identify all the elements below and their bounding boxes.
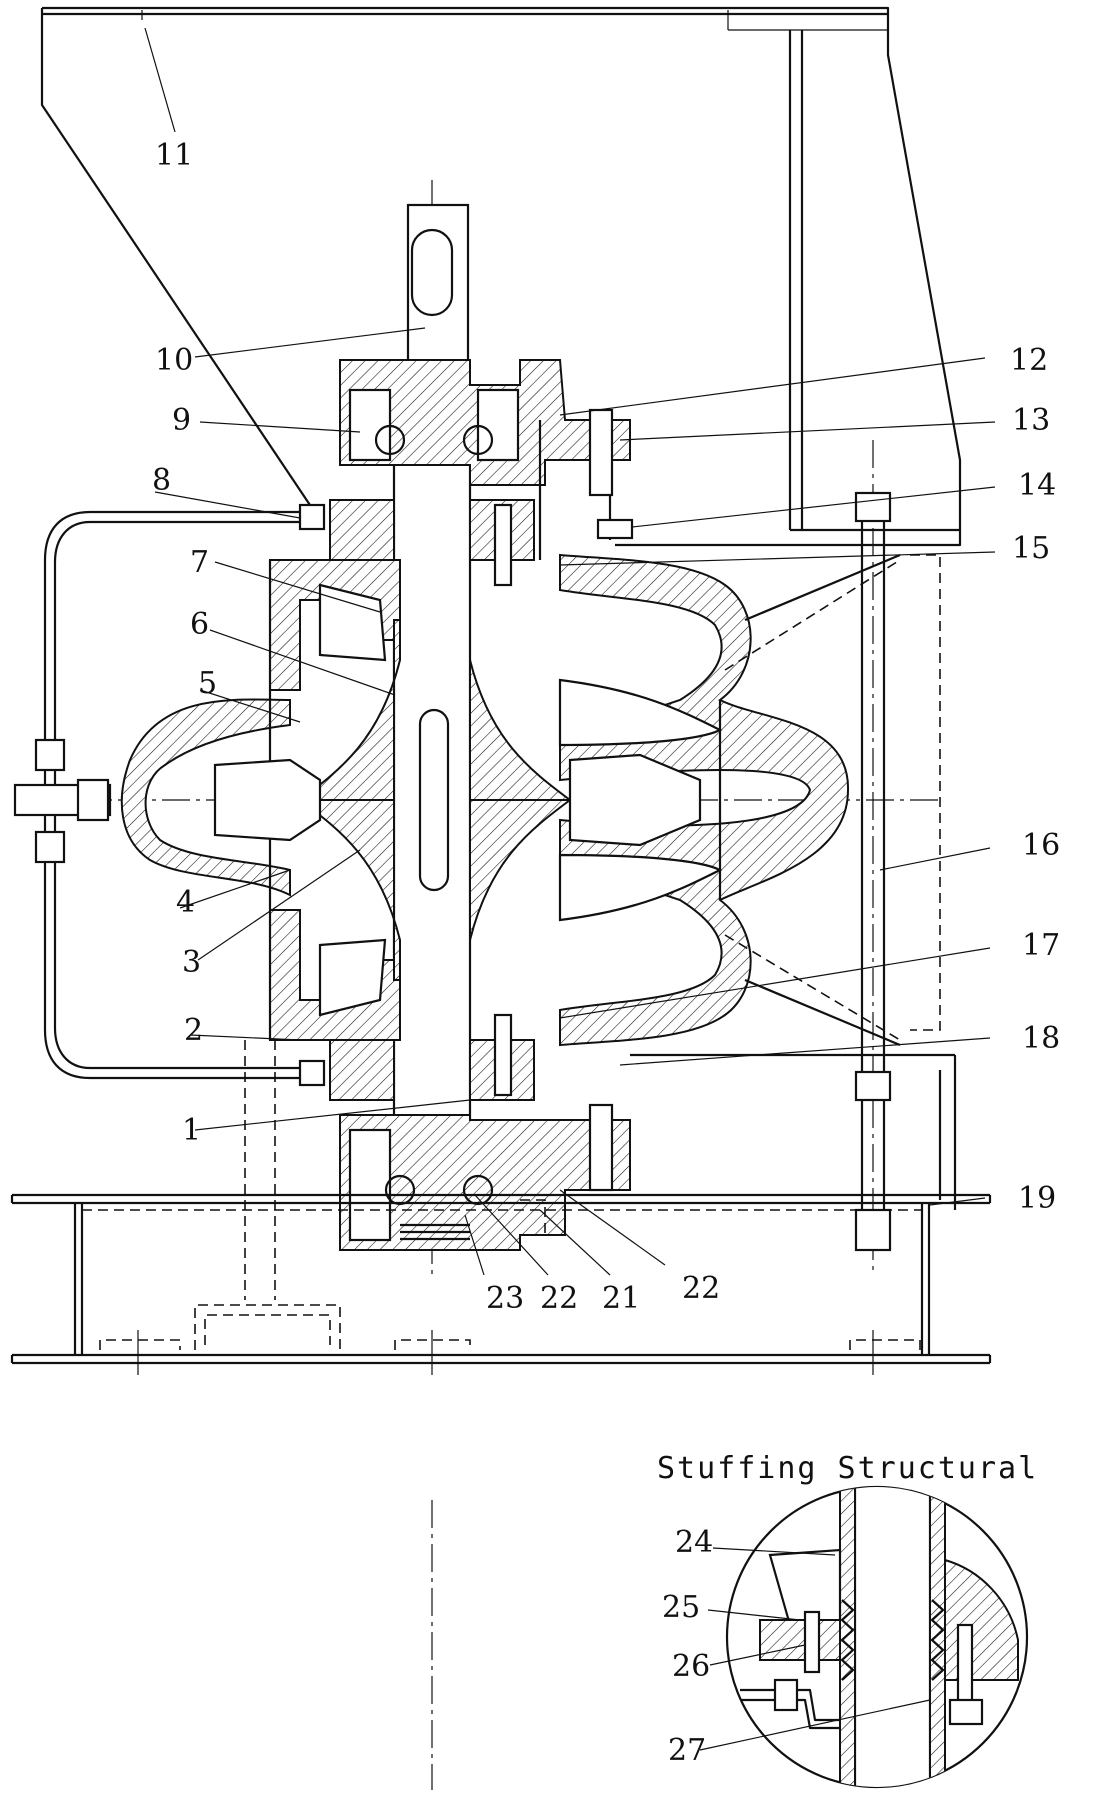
impellers (213, 619, 702, 981)
part-label-5: 5 (198, 666, 217, 701)
part-label-23: 23 (486, 1281, 524, 1316)
part-label-22a: 22 (540, 1281, 578, 1316)
part-label-9: 9 (172, 403, 191, 438)
part-label-14: 14 (1018, 468, 1056, 503)
part-label-7: 7 (190, 545, 209, 580)
part-label-11: 11 (155, 138, 193, 173)
stuffing-detail: Stuffing Structural 24 25 26 27 (657, 1451, 1038, 1789)
tie-bolt-support (630, 491, 957, 1252)
part-labels: 11 10 9 8 7 6 5 4 3 2 1 12 13 14 15 16 1… (152, 138, 1060, 1316)
part-label-18: 18 (1022, 1021, 1060, 1056)
part-label-6: 6 (190, 607, 209, 642)
part-label-17: 17 (1022, 928, 1060, 963)
part-label-26: 26 (672, 1649, 710, 1684)
part-label-25: 25 (662, 1590, 700, 1625)
cooling-pipe (13, 503, 326, 1087)
detail-caption: Stuffing Structural (657, 1451, 1038, 1486)
part-label-16: 16 (1022, 828, 1060, 863)
part-label-2: 2 (184, 1013, 203, 1048)
part-label-3: 3 (182, 945, 201, 980)
part-label-4: 4 (176, 885, 195, 920)
shaft (392, 203, 472, 1150)
part-label-13: 13 (1012, 403, 1050, 438)
part-label-22b: 22 (682, 1271, 720, 1306)
leader-lines (144, 27, 996, 1276)
part-label-8: 8 (152, 463, 171, 498)
hopper-frame (40, 6, 962, 547)
part-label-19: 19 (1018, 1181, 1056, 1216)
base-frame (10, 1040, 992, 1375)
pump-casing-right (558, 553, 850, 1047)
part-label-27: 27 (668, 1733, 706, 1768)
upper-bearing-housing (339, 359, 634, 560)
lower-bearing-housing (339, 1103, 631, 1251)
part-label-10: 10 (155, 343, 193, 378)
part-label-15: 15 (1012, 531, 1050, 566)
part-label-21: 21 (602, 1281, 640, 1316)
part-label-1: 1 (182, 1113, 201, 1148)
part-label-12: 12 (1010, 343, 1048, 378)
seal-regions (329, 499, 535, 1101)
part-label-24: 24 (675, 1525, 713, 1560)
